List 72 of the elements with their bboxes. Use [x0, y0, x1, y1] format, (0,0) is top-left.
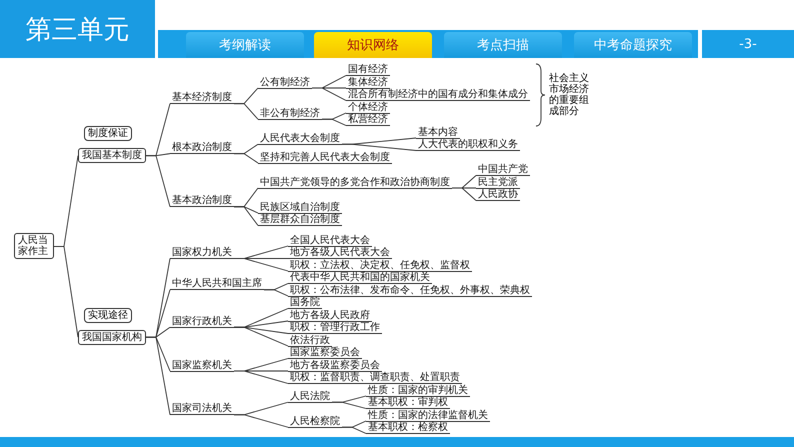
- connector-line: [332, 402, 366, 409]
- branch-text: 基本职权：检察权: [366, 422, 450, 434]
- branch-text: 国家监察机关: [170, 360, 234, 372]
- nav-tab: 考点扫描: [444, 32, 562, 58]
- branch-text: 性质：国家的审判机关: [366, 384, 470, 396]
- connector-line: [146, 336, 170, 416]
- branch-text: 民族区域自治制度: [258, 202, 342, 214]
- branch-text: 依法行政: [288, 334, 332, 346]
- connector-line: [146, 155, 170, 208]
- branch-text: 地方各级人民政府: [288, 310, 372, 322]
- connector-line: [234, 258, 288, 272]
- branch-text: 职权：公布法律、发布命令、任免权、外事权、荣典权: [288, 284, 532, 296]
- branch-text: 人民检察院: [288, 416, 342, 428]
- branch-text: 人民代表大会制度: [258, 132, 342, 145]
- branch-text: 国务院: [288, 297, 322, 309]
- branch-text: 中国共产党领导的多党合作和政治协商制度: [258, 176, 452, 188]
- connector-line: [234, 103, 258, 120]
- branch-text: 集体经济: [346, 76, 390, 88]
- branch-text: 混合所有制经济中的国有成分和集体成分: [346, 89, 530, 101]
- branch-text: 中国共产党: [476, 164, 530, 176]
- nav-tab: 中考命题探究: [574, 32, 692, 58]
- branch-text: 职权：管理行政工作: [288, 322, 382, 334]
- connector-line: [322, 118, 346, 126]
- branch-text: 国有经济: [346, 64, 390, 76]
- topic-box: 我国国家机构: [78, 330, 146, 345]
- connector-line: [234, 326, 288, 346]
- callout-bubble: 制度保证: [84, 126, 132, 142]
- branch-text: 民主党派: [476, 176, 520, 188]
- branch-text: 人大代表的职权和义务: [416, 139, 520, 151]
- branch-text: 国家司法机关: [170, 403, 234, 416]
- connector-line: [312, 88, 346, 101]
- branch-text: 坚持和完善人民代表大会制度: [258, 152, 392, 164]
- connector-line: [54, 246, 78, 338]
- branch-text: 地方各级人民代表大会: [288, 247, 392, 259]
- unit-title-banner: 第三单元: [0, 0, 155, 58]
- nav-tab: 知识网络: [314, 32, 432, 58]
- branch-text: 国家监察委员会: [288, 347, 362, 359]
- connector-line: [342, 144, 416, 151]
- connector-line: [452, 188, 476, 201]
- branch-text: 人民政协: [476, 189, 520, 201]
- connector-line: [234, 414, 288, 428]
- bracket-note: 社会主义市场经济的重要组成部分: [549, 73, 589, 117]
- branch-text: 人民法院: [288, 390, 332, 403]
- branch-text: 基本内容: [416, 126, 460, 138]
- branch-text: 基本经济制度: [170, 92, 234, 104]
- connector-line: [234, 153, 258, 164]
- branch-text: 公有制经济: [258, 76, 312, 88]
- branch-text: 基层群众自治制度: [258, 214, 342, 226]
- branch-text: 代表中华人民共和国的国家机关: [288, 272, 432, 284]
- nav-tab: 考纲解读: [186, 32, 304, 58]
- page-number: -3-: [702, 30, 794, 58]
- branch-text: 非公有制经济: [258, 108, 322, 120]
- callout-bubble: 实现途径: [84, 308, 132, 323]
- branch-text: 国家行政机关: [170, 316, 234, 328]
- branch-text: 中华人民共和国主席: [170, 278, 264, 290]
- branch-text: 个体经济: [346, 102, 390, 114]
- connector-line: [234, 206, 258, 226]
- connector-line: [234, 370, 288, 384]
- branch-text: 性质：国家的法律监督机关: [366, 410, 490, 422]
- branch-text: 职权：监督职责、调查职责、处置职责: [288, 372, 462, 384]
- branch-text: 基本职权：审判权: [366, 397, 450, 409]
- branch-text: 全国人民代表大会: [288, 234, 372, 246]
- branch-text: 根本政治制度: [170, 142, 234, 154]
- connector-line: [342, 426, 366, 434]
- branch-text: 基本政治制度: [170, 195, 234, 208]
- topic-box: 人民当家作主: [14, 233, 54, 260]
- branch-text: 私营经济: [346, 114, 390, 126]
- branch-text: 职权：立法权、决定权、任免权、监督权: [288, 260, 472, 272]
- branch-text: 地方各级监察委员会: [288, 360, 382, 372]
- branch-text: 国家权力机关: [170, 247, 234, 259]
- topic-box: 我国基本制度: [78, 148, 146, 164]
- connector-line: [264, 289, 288, 296]
